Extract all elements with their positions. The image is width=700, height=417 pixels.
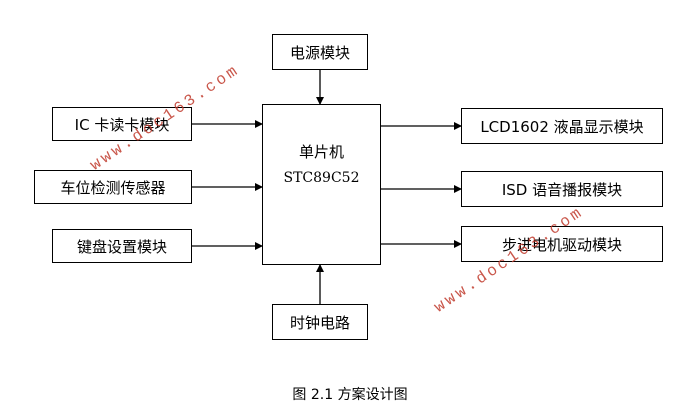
power-module-label: 电源模块 (289, 43, 350, 62)
stepper-module-label: 步进电机驱动模块 (501, 235, 622, 254)
keyboard-module-box: 键盘设置模块 (52, 229, 192, 263)
ic-card-module-box: IC 卡读卡模块 (52, 107, 192, 141)
lcd-module-box: LCD1602 液晶显示模块 (461, 108, 663, 144)
figure-caption: 图 2.1 方案设计图 (292, 387, 408, 403)
power-module-box: 电源模块 (272, 34, 368, 70)
parking-sensor-label: 车位检测传感器 (60, 178, 166, 197)
mcu-label: 单片机 (298, 143, 344, 161)
lcd-module-label: LCD1602 液晶显示模块 (480, 117, 644, 136)
mcu-box: 单片机 STC89C52 (262, 104, 381, 265)
isd-module-box: ISD 语音播报模块 (461, 171, 663, 207)
keyboard-module-label: 键盘设置模块 (76, 237, 167, 256)
isd-module-label: ISD 语音播报模块 (501, 180, 623, 199)
stepper-module-box: 步进电机驱动模块 (461, 226, 663, 262)
ic-card-module-label: IC 卡读卡模块 (74, 115, 170, 134)
clock-circuit-box: 时钟电路 (272, 304, 368, 340)
clock-circuit-label: 时钟电路 (289, 313, 350, 332)
parking-sensor-box: 车位检测传感器 (34, 170, 192, 204)
mcu-model-label: STC89C52 (283, 170, 360, 186)
